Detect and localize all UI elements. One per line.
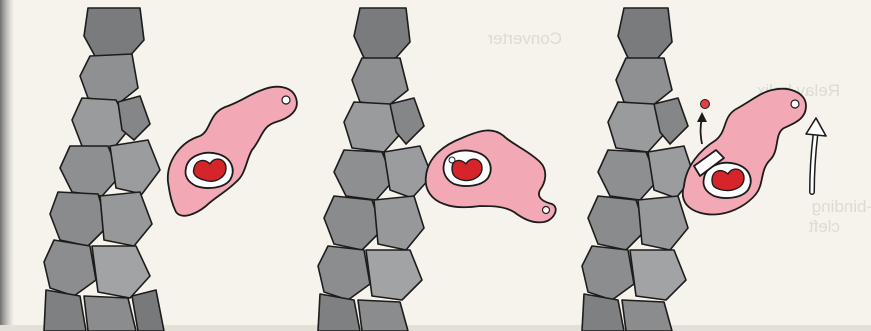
- nucleotide-icon: [452, 159, 482, 180]
- bleed-text-converter: Converter: [487, 29, 562, 48]
- page-edge-shadow: [0, 0, 14, 331]
- bleed-text-cleft: cleft: [809, 217, 840, 236]
- tail-joint-icon: [282, 96, 290, 104]
- phosphate-icon: [449, 157, 455, 163]
- tail-joint-icon: [543, 207, 550, 214]
- tail-joint-icon: [791, 100, 799, 108]
- bleed-text-atp: ATP-binding: [812, 197, 871, 216]
- phosphate-icon: [701, 100, 710, 109]
